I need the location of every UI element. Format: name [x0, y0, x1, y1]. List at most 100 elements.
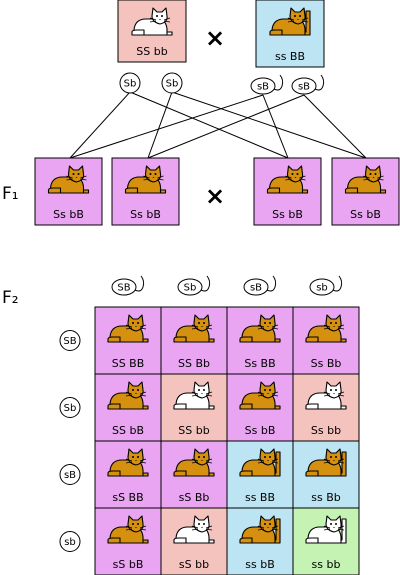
f2-cell-r3-c3-genotype: ss BB — [245, 491, 275, 504]
f2-row-gamete-1-label: SB — [63, 336, 76, 347]
f1-generation: Ss bB Ss bB Ss bB Ss bB — [34, 157, 400, 226]
parent-sperm-gamete-1-label: sB — [257, 82, 269, 93]
f2-cell-r2-c2-genotype: SS bb — [178, 424, 209, 437]
f2-cell-r2-c4: Ss bb — [292, 373, 360, 442]
parent-2: ss BB — [255, 0, 325, 68]
f2-cell-r2-c3: Ss bB — [226, 373, 294, 442]
f2-cell-r3-c4: ss Bb — [292, 440, 360, 509]
f2-column-gamete-2: Sb — [177, 275, 211, 296]
f1-cat-4-cat-icon — [344, 165, 387, 194]
f2-cell-r2-c1-cat-icon — [107, 381, 149, 410]
f2-cell-r4-c3-cat-icon — [239, 515, 281, 544]
parent-generation: SS bb ss BB — [117, 0, 325, 68]
parent-gametes: Sb Sb sB sB — [119, 72, 325, 95]
parent-cross-symbol: × — [205, 24, 225, 52]
f2-row-gamete-2-label: Sb — [64, 403, 77, 414]
f1-cat-1-cat-icon — [47, 165, 90, 194]
f2-column-gamete-4-label: sb — [316, 283, 328, 294]
parent-1-genotype: SS bb — [136, 45, 167, 58]
f2-cell-r3-c2-genotype: sS Bb — [179, 491, 210, 504]
f2-cell-r3-c1-genotype: sS BB — [112, 491, 143, 504]
parent-2-cat-icon — [269, 7, 311, 36]
f2-row-gamete-2: Sb — [59, 397, 81, 418]
f2-cell-r4-c4: ss bb — [292, 507, 360, 575]
f1-cat-1-genotype: Ss bB — [53, 208, 84, 221]
f2-cell-r4-c4-cat-icon — [305, 515, 347, 544]
f2-cell-r1-c3-cat-icon — [239, 314, 281, 343]
f1-cat-2: Ss bB — [111, 157, 180, 226]
f2-cell-r3-c4-genotype: ss Bb — [311, 491, 341, 504]
f1-cat-3: Ss bB — [253, 157, 322, 226]
f2-cell-r1-c4-genotype: Ss Bb — [311, 357, 342, 370]
f2-row-gamete-1: SB — [59, 330, 81, 351]
parent-sperm-gamete-1: sB — [250, 74, 284, 95]
f2-cell-r4-c2: sS bb — [160, 507, 228, 575]
f1-cat-4-genotype: Ss bB — [350, 208, 381, 221]
f1-cat-4: Ss bB — [331, 157, 400, 226]
parent-sperm-gamete-2-label: sB — [298, 82, 310, 93]
f2-cell-r2-c2: SS bb — [160, 373, 228, 442]
f2-column-gamete-1-label: SB — [117, 283, 130, 294]
parent-egg-gamete-2-label: Sb — [166, 79, 179, 90]
f2-cell-r1-c4: Ss Bb — [292, 306, 360, 375]
f2-column-gamete-4: sb — [309, 275, 343, 296]
f2-cell-r1-c1: SS BB — [94, 306, 162, 375]
f2-cell-r1-c1-cat-icon — [107, 314, 149, 343]
f2-column-gamete-3-label: sB — [250, 283, 262, 294]
f1-label: F₁ — [2, 184, 19, 204]
gamete-connection-lines — [69, 91, 367, 159]
parent-2-genotype: ss BB — [275, 50, 305, 63]
f2-row-gametes: SB Sb sB sb — [59, 330, 81, 552]
f2-punnett-square: SS BB SS Bb Ss BB Ss Bb SS bB SS bb Ss bB Ss bb… — [94, 306, 360, 575]
f2-row-gamete-4-label: sb — [64, 537, 76, 548]
parent-egg-gamete-2: Sb — [161, 72, 183, 94]
f2-cell-r3-c3-cat-icon — [239, 448, 281, 477]
f2-cell-r4-c1-genotype: sS bB — [113, 558, 144, 571]
f2-cell-r1-c1-genotype: SS BB — [112, 357, 145, 370]
f1-cat-3-genotype: Ss bB — [272, 208, 303, 221]
f2-cell-r3-c1-cat-icon — [107, 448, 149, 477]
parent-egg-gamete-1: Sb — [119, 72, 141, 94]
parent-1: SS bb — [117, 0, 187, 63]
f2-cell-r4-c1-cat-icon — [107, 515, 149, 544]
f1-cat-2-genotype: Ss bB — [130, 208, 161, 221]
f2-cell-r2-c4-cat-icon — [305, 381, 347, 410]
f2-cell-r3-c3: ss BB — [226, 440, 294, 509]
f2-row-gamete-4: sb — [59, 531, 81, 552]
f2-cell-r3-c4-cat-icon — [305, 448, 347, 477]
f2-row-gamete-3: sB — [59, 464, 81, 485]
f1-cat-1: Ss bB — [34, 157, 103, 226]
f2-cell-r1-c2: SS Bb — [160, 306, 228, 375]
f2-cell-r2-c3-genotype: Ss bB — [245, 424, 276, 437]
f2-cell-r4-c2-cat-icon — [173, 515, 215, 544]
f2-label: F₂ — [2, 288, 19, 308]
f2-cell-r2-c3-cat-icon — [239, 381, 281, 410]
f2-cell-r3-c2-cat-icon — [173, 448, 215, 477]
f2-cell-r1-c4-cat-icon — [305, 314, 347, 343]
f2-column-gamete-2-label: Sb — [184, 283, 197, 294]
f2-column-gamete-3: sB — [243, 275, 277, 296]
f1-cat-3-cat-icon — [266, 165, 309, 194]
f1-cross-symbol: × — [205, 182, 225, 210]
f2-cell-r2-c1-genotype: SS bB — [112, 424, 144, 437]
f2-cell-r2-c2-cat-icon — [173, 381, 215, 410]
f2-cell-r1-c2-cat-icon — [173, 314, 215, 343]
f2-row-gamete-3-label: sB — [64, 470, 76, 481]
f2-column-gametes: SB Sb sB sb — [111, 275, 343, 296]
parent-1-cat-icon — [131, 7, 173, 36]
f2-cell-r4-c1: sS bB — [94, 507, 162, 575]
f2-cell-r4-c3: ss bB — [226, 507, 294, 575]
f2-cell-r2-c1: SS bB — [94, 373, 162, 442]
f2-cell-r1-c3-genotype: Ss BB — [244, 357, 275, 370]
f2-cell-r3-c2: sS Bb — [160, 440, 228, 509]
f1-cat-2-cat-icon — [124, 165, 167, 194]
f2-cell-r4-c4-genotype: ss bb — [312, 558, 341, 571]
f2-cell-r3-c1: sS BB — [94, 440, 162, 509]
parent-sperm-gamete-2: sB — [291, 74, 325, 95]
f2-cell-r2-c4-genotype: Ss bb — [311, 424, 341, 437]
f2-cell-r4-c3-genotype: ss bB — [245, 558, 275, 571]
parent-egg-gamete-1-label: Sb — [124, 79, 137, 90]
f2-cell-r1-c2-genotype: SS Bb — [178, 357, 210, 370]
f2-column-gamete-1: SB — [111, 275, 145, 296]
